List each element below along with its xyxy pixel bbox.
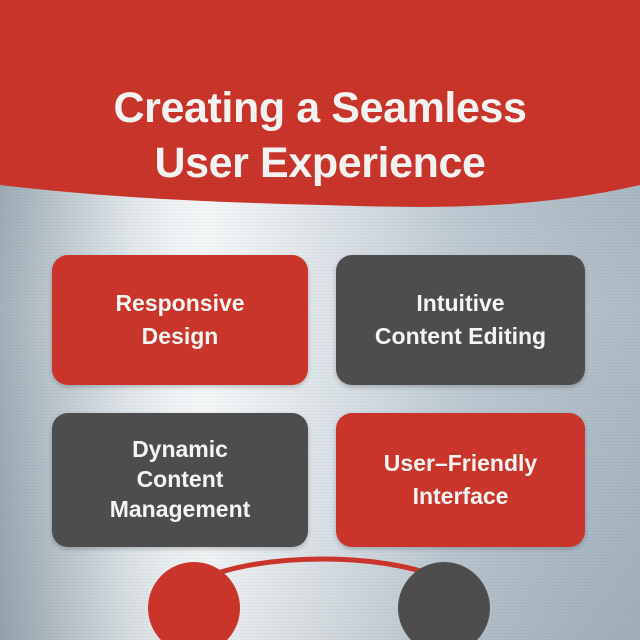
card-line: Intuitive	[416, 290, 505, 317]
card-line: Content Editing	[374, 323, 547, 349]
page-title-line-2: User Experience	[154, 138, 486, 187]
card-line: Interface	[412, 483, 509, 509]
node-circle-left	[148, 562, 240, 640]
card-intuitive-content-editing[interactable]: Intuitive Content Editing	[336, 255, 585, 385]
card-responsive-design-label: Responsive Design	[115, 287, 244, 352]
card-line: Content	[136, 466, 224, 493]
card-intuitive-content-editing-label: Intuitive Content Editing	[375, 287, 546, 352]
card-user-friendly-interface[interactable]: User–Friendly Interface	[336, 413, 585, 547]
card-dynamic-content-management[interactable]: Dynamic Content Management	[52, 413, 308, 547]
header-banner	[0, 0, 640, 215]
node-connector-arc	[197, 556, 448, 583]
card-responsive-design[interactable]: Responsive Design	[52, 255, 308, 385]
card-line: Management	[109, 495, 251, 522]
card-dynamic-content-management-label: Dynamic Content Management	[110, 435, 251, 525]
header-banner-shape	[0, 0, 640, 207]
page-title: Creating a Seamless User Experience	[0, 81, 640, 191]
card-line: Dynamic	[132, 436, 228, 463]
card-line: Responsive	[115, 290, 245, 317]
node-circle-right	[398, 562, 490, 640]
bottom-node-decoration	[0, 540, 640, 640]
page-title-line-1: Creating a Seamless	[113, 83, 527, 132]
card-user-friendly-interface-label: User–Friendly Interface	[384, 447, 537, 512]
card-line: Design	[141, 323, 219, 349]
card-line: User–Friendly	[383, 450, 538, 477]
feature-card-grid: Responsive Design Intuitive Content Edit…	[52, 255, 585, 547]
